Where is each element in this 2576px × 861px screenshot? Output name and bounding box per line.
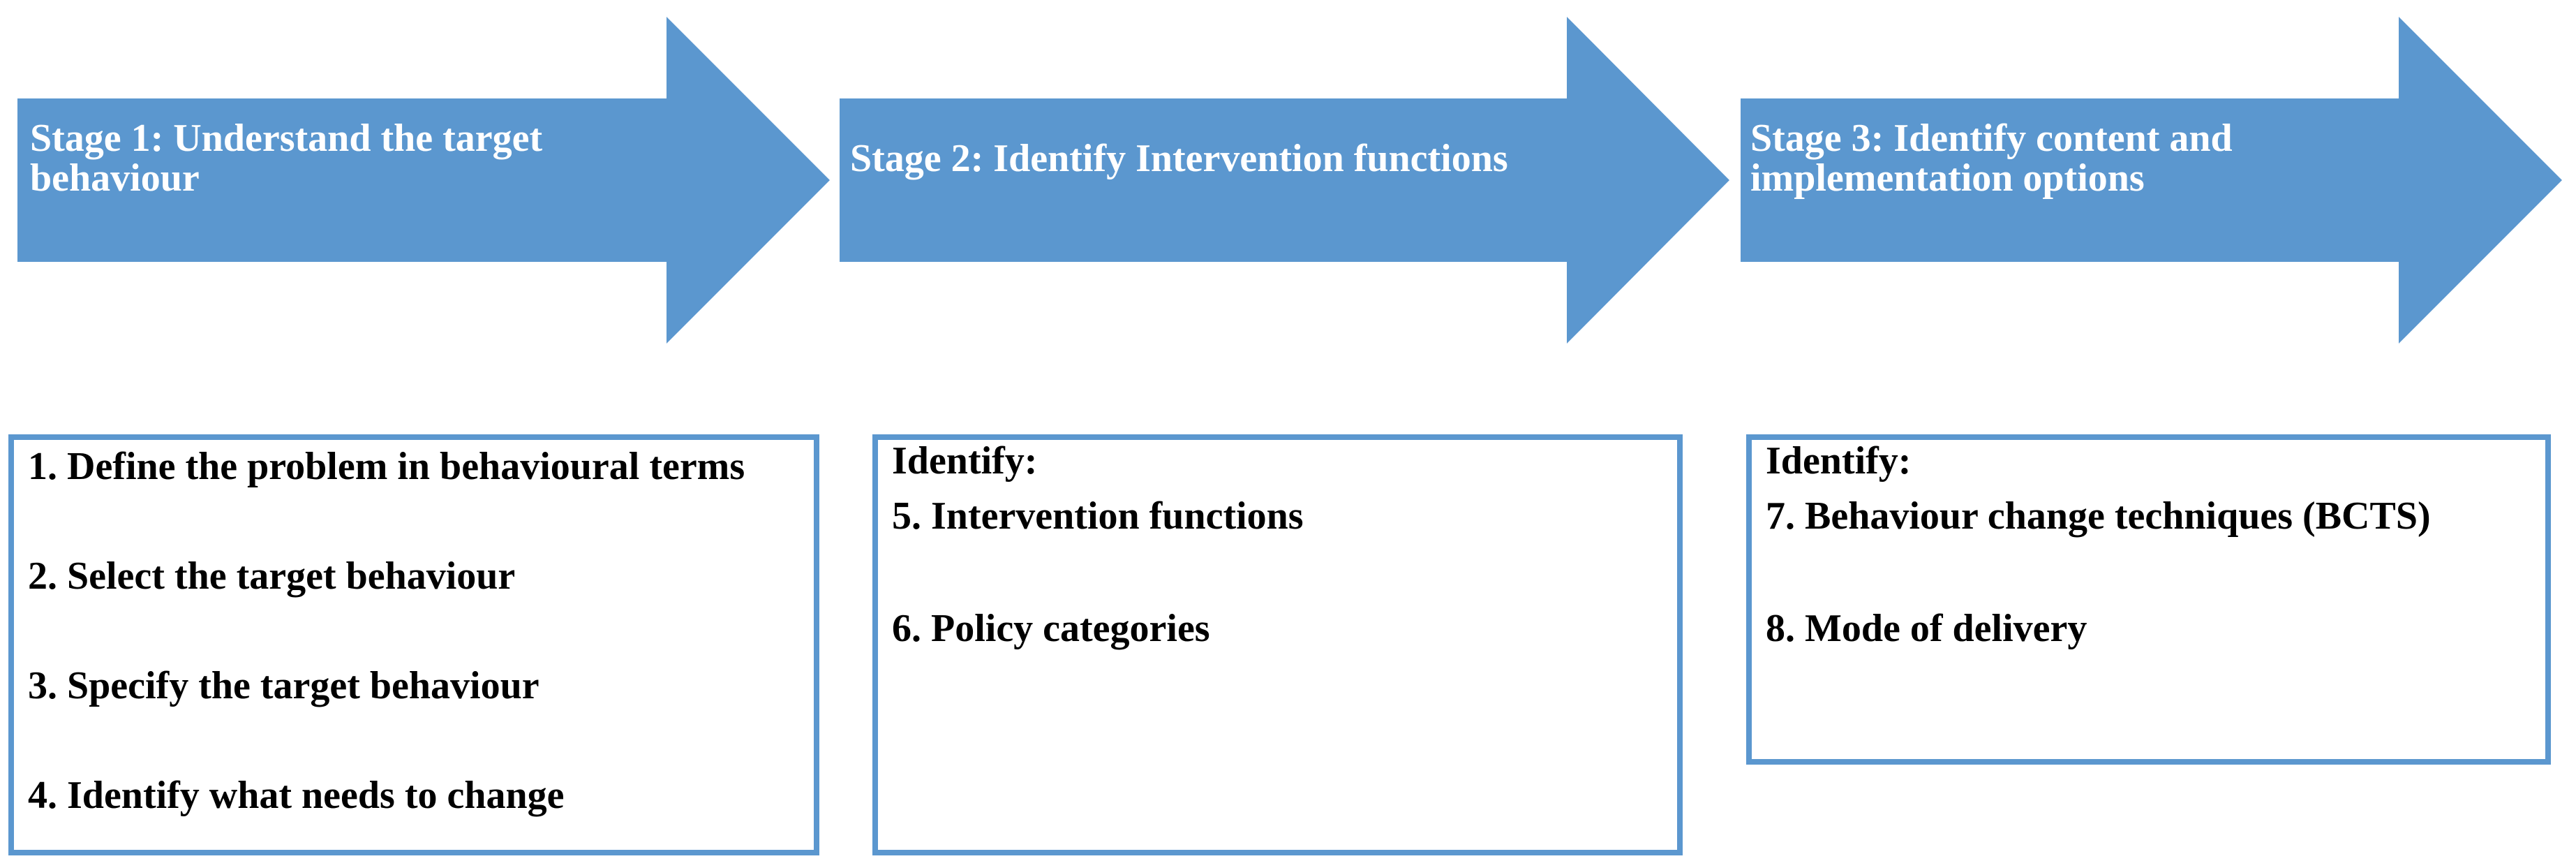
stage-3-detail-box: Identify: 7. Behaviour change techniques…	[1746, 434, 2551, 765]
list-item: 5. Intervention functions	[892, 494, 1304, 538]
stage-1-arrow-label: Stage 1: Understand the target behaviour	[30, 117, 543, 200]
list-item: 1. Define the problem in behavioural ter…	[28, 445, 745, 488]
list-item: 7. Behaviour change techniques (BCTS)	[1766, 494, 2431, 538]
stage-3-arrow: Stage 3: Identify content and implementa…	[1741, 17, 2562, 344]
stage-1-detail-box: 1. Define the problem in behavioural ter…	[8, 434, 819, 855]
box-heading: Identify:	[1766, 439, 1912, 483]
box-heading: Identify:	[892, 439, 1038, 483]
list-item: 3. Specify the target behaviour	[28, 664, 539, 707]
stage-1-arrow: Stage 1: Understand the target behaviour	[17, 17, 830, 344]
list-item: 6. Policy categories	[892, 607, 1210, 650]
list-item: 2. Select the target behaviour	[28, 554, 516, 598]
stage-2-arrow-label: Stage 2: Identify Intervention functions	[850, 136, 1508, 180]
stage-2-detail-box: Identify: 5. Intervention functions 6. P…	[872, 434, 1683, 855]
list-item: 4. Identify what needs to change	[28, 774, 565, 817]
stage-1-detail-list: 1. Define the problem in behavioural ter…	[14, 440, 814, 816]
stage-2-arrow: Stage 2: Identify Intervention functions	[840, 17, 1729, 344]
stage-3-detail-list: Identify: 7. Behaviour change techniques…	[1752, 440, 2545, 649]
stage-2-detail-list: Identify: 5. Intervention functions 6. P…	[878, 440, 1677, 649]
stage-3-arrow-label: Stage 3: Identify content and implementa…	[1750, 117, 2233, 200]
list-item: 8. Mode of delivery	[1766, 607, 2087, 650]
